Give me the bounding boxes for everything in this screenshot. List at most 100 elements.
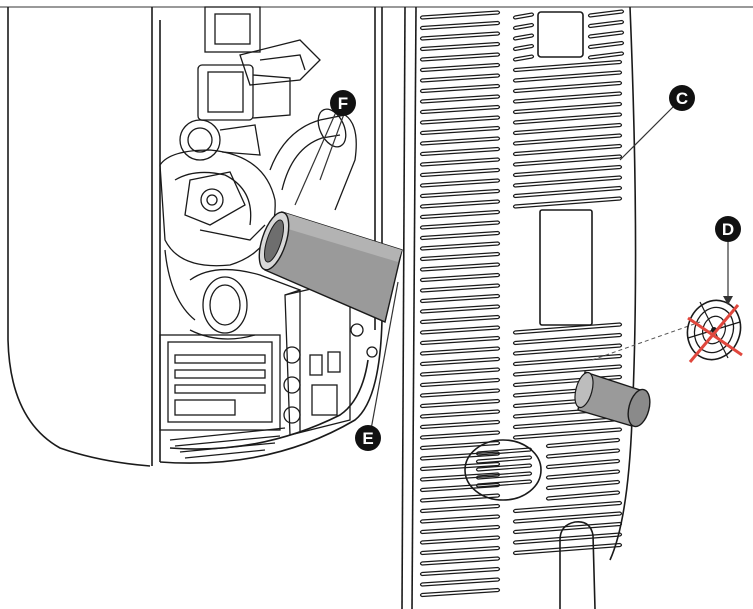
vent-slot: [545, 458, 621, 470]
leader-lines: [294, 99, 729, 436]
burner-assembly: [159, 6, 378, 459]
vent-slot: [512, 133, 623, 146]
outlet-pipe: [574, 371, 651, 428]
vent-slot: [419, 209, 501, 220]
vent-slot: [512, 500, 623, 514]
vent-slot: [419, 356, 501, 367]
vent-slot: [419, 73, 501, 83]
vent-slot: [419, 178, 501, 188]
vent-slot: [545, 469, 621, 480]
grille-crossed-out-icon: [686, 299, 743, 363]
vent-slot: [512, 343, 623, 356]
svg-text:D: D: [722, 220, 734, 239]
vent-slot: [512, 196, 623, 209]
vent-slot: [545, 437, 621, 449]
vent-slot: [512, 427, 623, 440]
vent-slot: [512, 154, 623, 167]
vent-slot: [419, 545, 501, 556]
vent-slot: [512, 33, 535, 41]
vent-slot: [475, 463, 533, 472]
vent-slot: [545, 479, 621, 491]
vent-slot: [512, 511, 623, 524]
vent-slot: [512, 164, 623, 178]
vent-slot: [512, 122, 623, 136]
flue-pipe-e: [258, 211, 403, 323]
vent-slot: [545, 490, 621, 501]
vent-slot: [419, 556, 501, 566]
svg-text:C: C: [676, 89, 688, 108]
vent-slot: [512, 416, 623, 430]
vent-slot: [587, 51, 625, 60]
vent-slot: [419, 388, 501, 398]
vent-slot: [512, 364, 623, 377]
vent-slot: [512, 143, 623, 157]
vent-slot: [419, 241, 501, 251]
svg-text:F: F: [338, 94, 348, 113]
vent-slot: [419, 94, 501, 104]
vent-slot: [419, 409, 501, 419]
vent-slot: [419, 146, 501, 157]
arrow-head-d: [723, 296, 733, 305]
vent-slot: [475, 479, 533, 488]
vent-slot: [512, 70, 623, 83]
vent-slot: [512, 322, 623, 335]
vent-slot: [419, 493, 501, 503]
vent-slot: [419, 514, 501, 524]
vent-slot: [587, 40, 625, 50]
callout-d: D: [715, 216, 741, 242]
vent-slot: [419, 440, 501, 451]
vent-slot: [419, 503, 501, 514]
vent-slot: [419, 461, 501, 472]
vent-slot: [419, 188, 501, 199]
vent-slot: [419, 41, 501, 52]
vent-slot: [419, 230, 501, 241]
vent-slot: [419, 115, 501, 125]
vent-slot: [419, 220, 501, 230]
vent-slot: [419, 587, 501, 598]
vent-slot: [419, 83, 501, 94]
vent-slot: [419, 293, 501, 304]
vent-slot: [545, 448, 621, 459]
vent-slot: [419, 157, 501, 167]
vent-slot: [587, 30, 625, 39]
vent-slot: [419, 566, 501, 577]
callout-f: F: [330, 90, 356, 116]
vent-slot: [419, 52, 501, 62]
vent-slot: [512, 175, 623, 188]
vent-slot: [419, 136, 501, 146]
vent-slot: [419, 430, 501, 440]
vent-slot: [419, 482, 501, 493]
vent-slot: [419, 524, 501, 535]
vent-slot: [512, 59, 623, 73]
panel-slots: [419, 9, 625, 598]
callout-e: E: [355, 425, 381, 451]
svg-text:E: E: [362, 429, 373, 448]
vent-slot: [512, 185, 623, 199]
side-panel: [401, 6, 637, 609]
vent-slot: [512, 112, 623, 125]
vent-slot: [419, 377, 501, 388]
vent-slot: [512, 43, 535, 52]
vent-slot: [512, 532, 623, 545]
stove-body: [0, 6, 753, 467]
vent-slot: [475, 447, 533, 456]
vent-slot: [419, 283, 501, 293]
vent-slot: [419, 20, 501, 31]
vent-slot: [419, 451, 501, 461]
vent-slot: [419, 167, 501, 178]
vent-slot: [419, 535, 501, 545]
vent-slot: [587, 19, 625, 29]
vent-slot: [512, 542, 623, 556]
vent-slot: [419, 272, 501, 283]
vent-slot: [512, 22, 535, 31]
vent-slot: [419, 10, 501, 20]
vent-slot: [419, 125, 501, 136]
vent-slot: [419, 304, 501, 314]
vent-slot: [419, 262, 501, 272]
vent-slot: [419, 367, 501, 377]
vent-slot: [419, 419, 501, 430]
callout-c: C: [669, 85, 695, 111]
vent-slot: [512, 332, 623, 346]
vent-slot: [419, 325, 501, 335]
